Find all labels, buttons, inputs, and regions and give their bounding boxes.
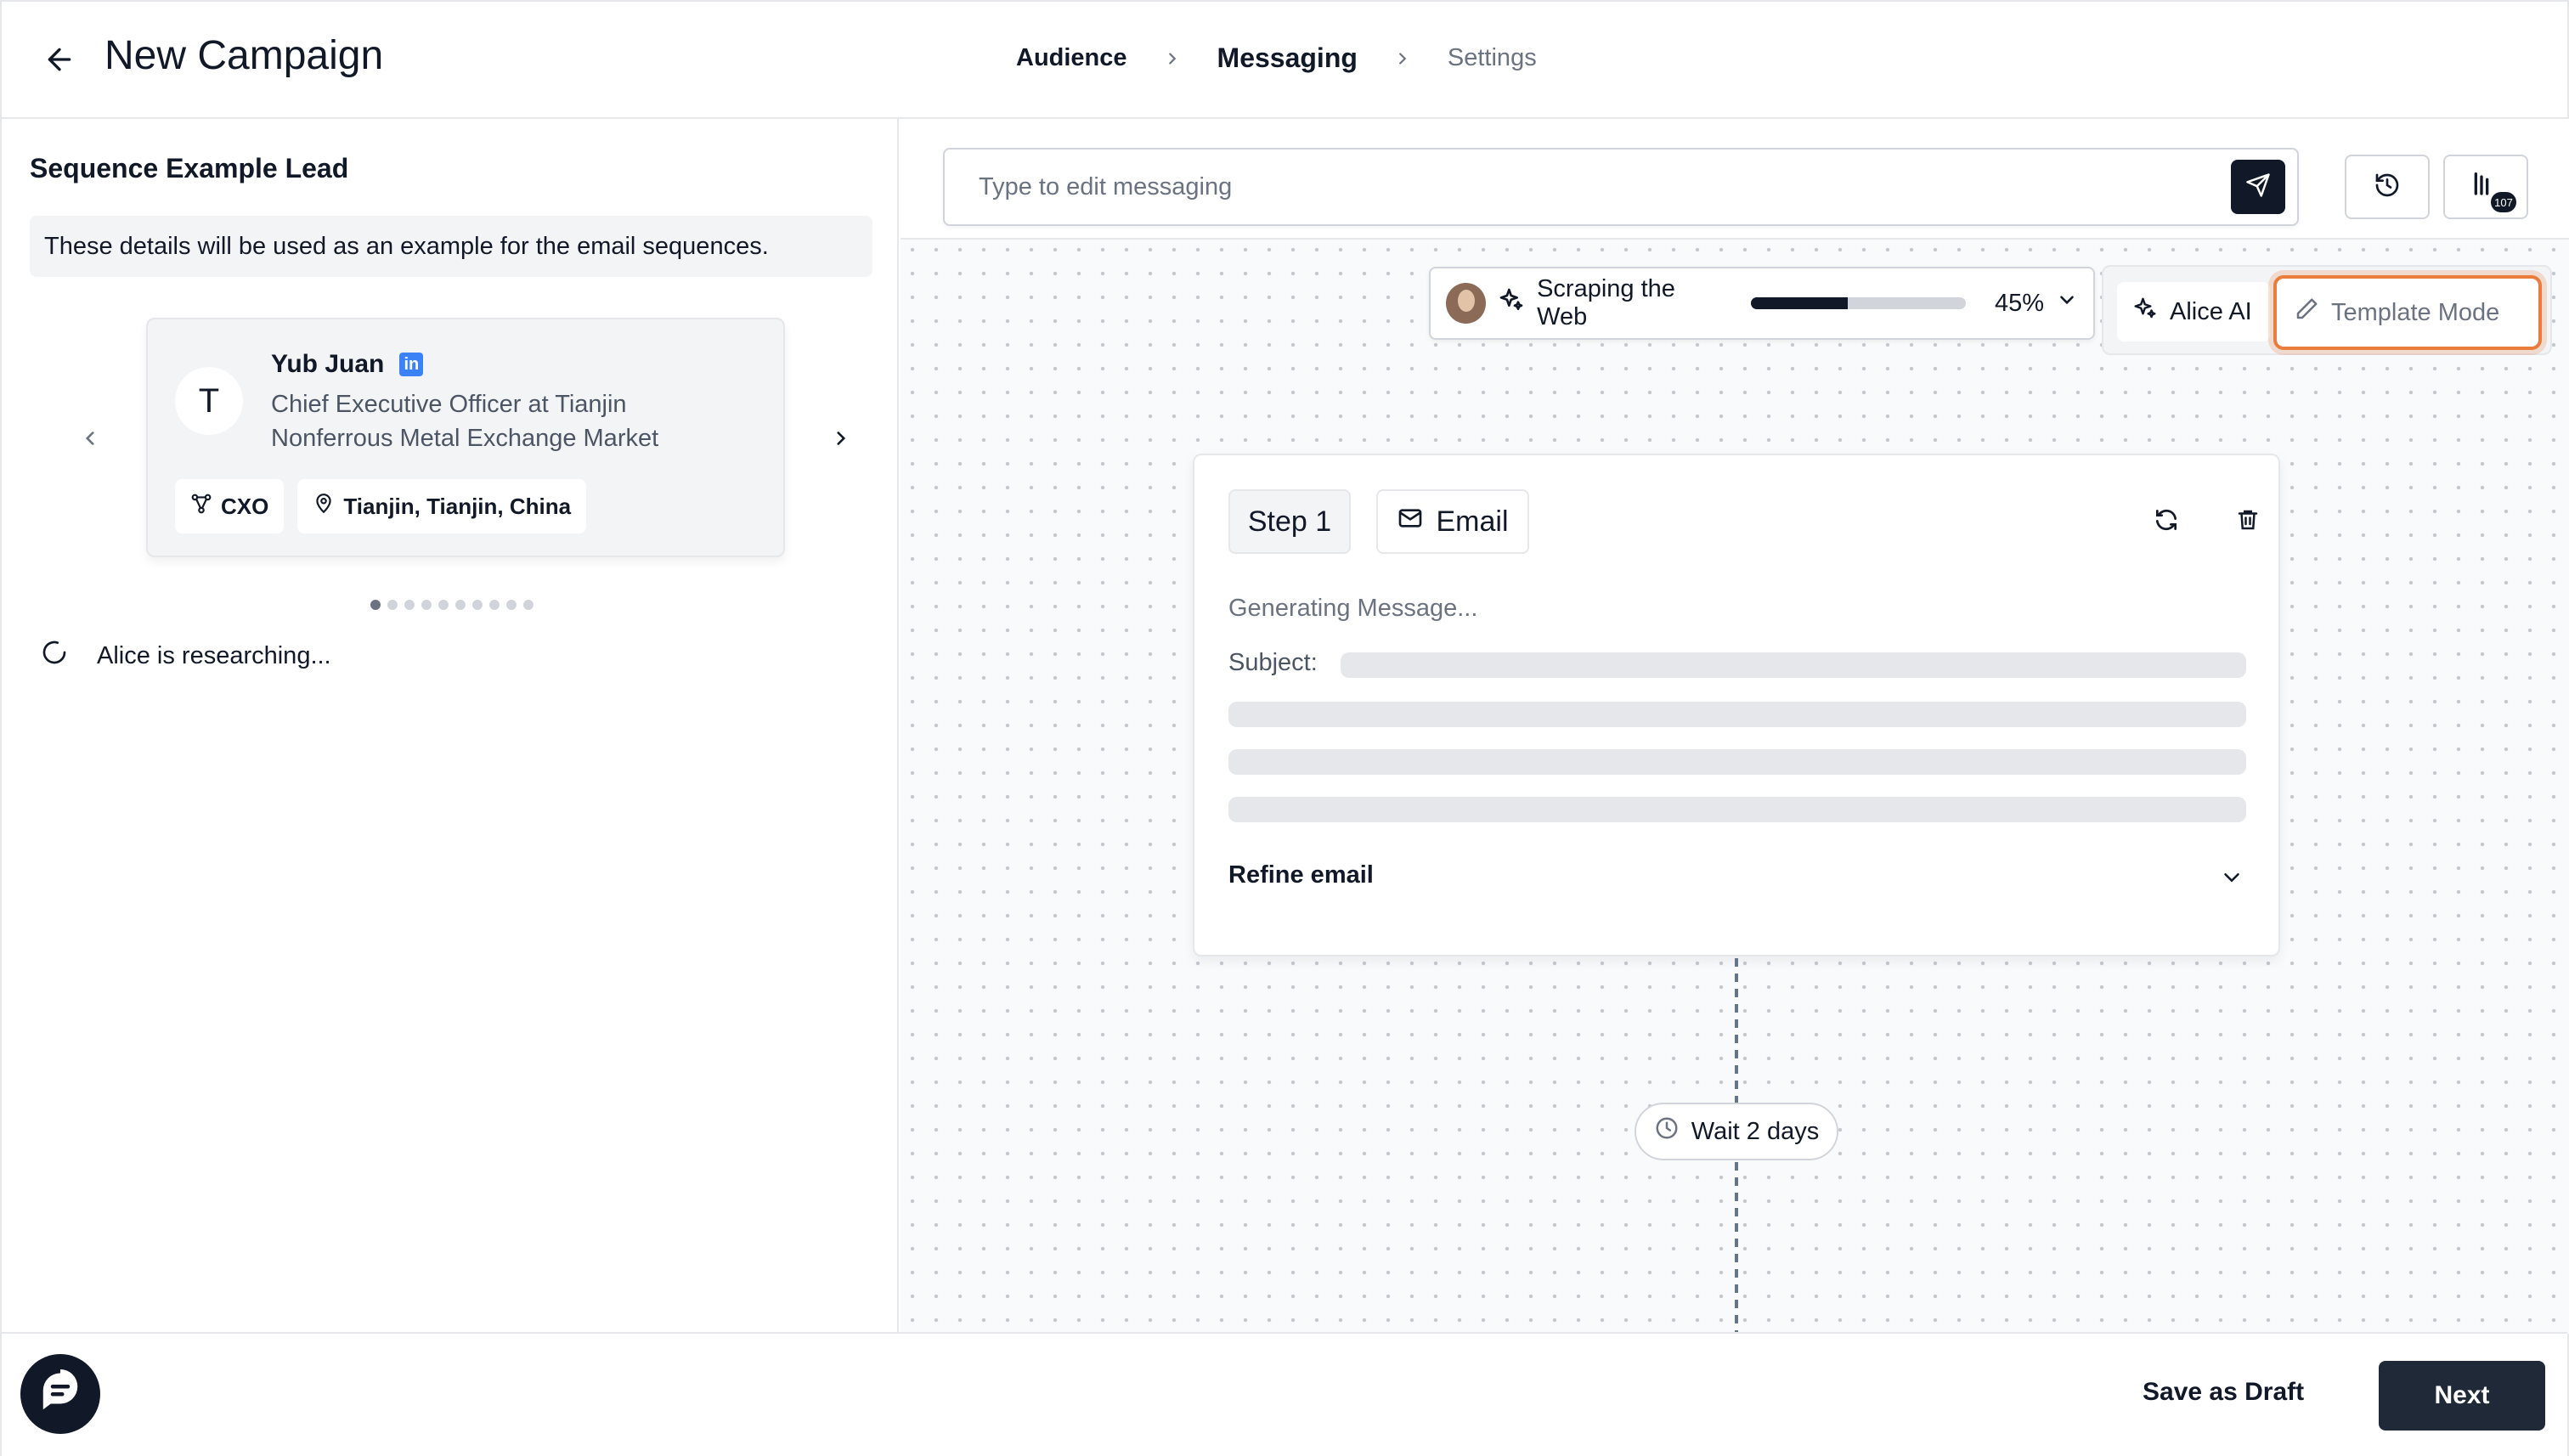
generating-message-text: Generating Message... [1228,595,1478,622]
lead-panel-heading: Sequence Example Lead [30,153,349,183]
pagination-dot[interactable] [455,600,466,610]
sequence-canvas: 107 Scraping the Web 45% Alice AI Templa… [901,119,2569,1334]
mail-icon [1397,505,1424,539]
template-mode-button[interactable]: Template Mode [2273,275,2542,350]
linkedin-icon[interactable]: in [399,353,424,376]
progress-label: Scraping the Web [1537,275,1675,330]
top-bar: New Campaign Audience Messaging Settings [2,2,2567,119]
lead-pagination-dots[interactable] [370,600,534,610]
chevron-down-icon[interactable] [2219,865,2244,890]
delete-step-button[interactable] [2229,503,2267,540]
avatar: T [175,367,243,435]
channel-label: Email [1436,505,1509,538]
step-number-badge: Step 1 [1228,489,1351,554]
pagination-dot[interactable] [523,600,534,610]
next-button[interactable]: Next [2379,1361,2545,1431]
back-arrow-icon[interactable] [39,39,80,80]
credits-badge: 107 [2491,192,2516,212]
progress-bar [1750,297,1966,309]
sparkles-icon [2132,296,2158,328]
step-card: Step 1 Email Generating Message... Subje… [1193,454,2280,957]
seniority-label: CXO [221,493,269,519]
page-title: New Campaign [104,33,384,78]
send-button[interactable] [2231,160,2285,214]
body-skeleton-line [1228,749,2246,775]
seniority-tag: CXO [175,479,285,533]
alice-avatar [1446,283,1487,324]
edit-messaging-input[interactable] [979,168,2168,206]
chevron-right-icon [1160,46,1185,71]
sequence-connector [1735,1162,1738,1334]
lead-name-row: Yub Juan in [271,350,424,379]
wait-label: Wait 2 days [1691,1117,1820,1145]
research-status-text: Alice is researching... [97,641,331,669]
previous-lead-button[interactable] [73,421,107,455]
channel-email-badge[interactable]: Email [1376,489,1529,554]
mode-switcher: Alice AI Template Mode [2102,265,2552,355]
send-icon [2245,172,2271,202]
history-icon [2374,172,2401,203]
next-lead-button[interactable] [824,421,858,455]
pencil-icon [2294,296,2319,329]
credits-button[interactable]: 107 [2443,155,2528,219]
chat-bubble-icon [37,1369,83,1419]
breadcrumb-messaging[interactable]: Messaging [1217,42,1358,73]
research-status: Alice is researching... [41,639,331,673]
sparkles-icon [1498,286,1525,320]
lead-tags: CXO Tianjin, Tianjin, China [175,479,587,533]
hierarchy-icon [190,493,212,521]
chevron-right-icon [1390,46,1415,71]
breadcrumb-audience[interactable]: Audience [1016,44,1127,71]
subject-label: Subject: [1228,649,1318,676]
history-button[interactable] [2345,155,2430,219]
pagination-dot[interactable] [506,600,517,610]
location-label: Tianjin, Tianjin, China [343,493,572,519]
bars-chart-icon [2469,168,2503,206]
support-chat-button[interactable] [20,1354,100,1434]
footer-bar: Save as Draft Next [2,1332,2567,1456]
edit-messaging-field [943,148,2299,226]
pagination-dot[interactable] [404,600,415,610]
pagination-dot[interactable] [370,600,381,610]
lead-role: Chief Executive Officer at Tianjin Nonfe… [271,391,659,452]
subject-skeleton [1341,652,2246,678]
lead-name: Yub Juan [271,350,385,378]
location-pin-icon [313,493,335,521]
loading-spinner-icon [41,639,68,673]
scraping-progress-dropdown[interactable]: Scraping the Web 45% [1429,267,2095,340]
edit-bar: 107 [901,119,2569,240]
regenerate-button[interactable] [2148,503,2185,540]
location-tag: Tianjin, Tianjin, China [297,479,587,533]
template-mode-label: Template Mode [2331,298,2500,326]
progress-bar-fill [1750,297,1848,309]
pagination-dot[interactable] [472,600,483,610]
sequence-connector [1735,958,1738,1103]
body-skeleton-line [1228,797,2246,822]
refresh-icon [2153,506,2180,538]
save-draft-button[interactable]: Save as Draft [2143,1378,2305,1406]
trash-icon [2235,507,2261,537]
breadcrumb: Audience Messaging Settings [1016,42,1537,74]
lead-panel: Sequence Example Lead These details will… [2,119,899,1334]
body-skeleton-line [1228,702,2246,727]
pagination-dot[interactable] [421,600,432,610]
lead-card: T Yub Juan in Chief Executive Officer at… [146,318,785,557]
pagination-dot[interactable] [489,600,500,610]
clock-icon [1654,1115,1680,1148]
wait-delay-pill[interactable]: Wait 2 days [1635,1103,1838,1160]
lead-panel-note: These details will be used as an example… [30,216,872,277]
progress-percent: 45% [1994,289,2044,317]
refine-email-toggle[interactable]: Refine email [1228,861,1374,889]
alice-ai-label: Alice AI [2170,297,2252,325]
breadcrumb-settings[interactable]: Settings [1447,44,1537,71]
chevron-down-icon [2056,289,2078,318]
pagination-dot[interactable] [387,600,398,610]
pagination-dot[interactable] [438,600,449,610]
alice-ai-mode-button[interactable]: Alice AI [2117,282,2270,341]
